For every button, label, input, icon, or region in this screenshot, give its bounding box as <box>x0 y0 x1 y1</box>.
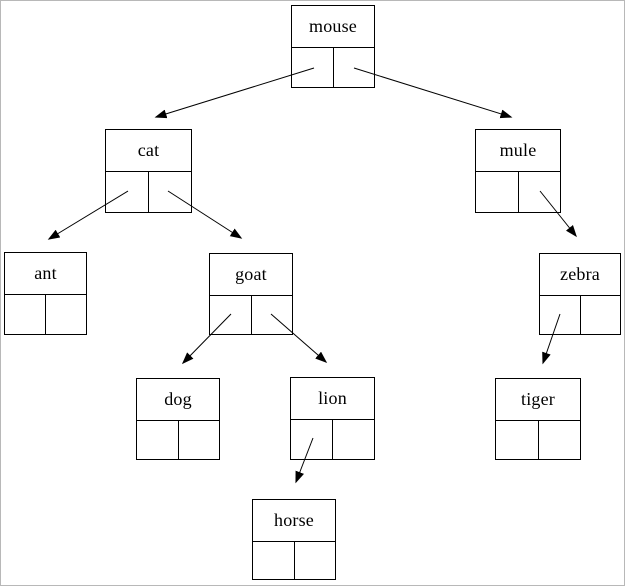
node-horse-right-pointer-cell <box>295 542 336 579</box>
node-cat-right-pointer-cell <box>149 172 191 212</box>
node-zebra-right-pointer-cell <box>581 296 621 334</box>
node-mouse: mouse <box>291 5 375 88</box>
node-goat-right-pointer-cell <box>252 296 293 334</box>
node-lion-label: lion <box>291 378 374 420</box>
node-cat-pointer-cells <box>106 172 191 212</box>
node-tiger-label: tiger <box>496 379 580 421</box>
node-ant-left-pointer-cell <box>5 295 46 334</box>
node-tiger-right-pointer-cell <box>539 421 581 459</box>
node-goat: goat <box>209 253 293 335</box>
node-cat: cat <box>105 129 192 213</box>
node-mule-pointer-cells <box>476 172 560 212</box>
node-lion-pointer-cells <box>291 420 374 459</box>
node-zebra-label: zebra <box>540 254 620 296</box>
node-mule-label: mule <box>476 130 560 172</box>
node-goat-left-pointer-cell <box>210 296 252 334</box>
node-tiger-left-pointer-cell <box>496 421 539 459</box>
node-tiger-pointer-cells <box>496 421 580 459</box>
node-mule: mule <box>475 129 561 213</box>
node-ant-label: ant <box>5 253 86 295</box>
node-horse-left-pointer-cell <box>253 542 295 579</box>
node-horse-label: horse <box>253 500 335 542</box>
node-mouse-left-pointer-cell <box>292 48 334 87</box>
node-mouse-pointer-cells <box>292 48 374 87</box>
node-ant-pointer-cells <box>5 295 86 334</box>
node-dog: dog <box>136 378 220 460</box>
node-zebra: zebra <box>539 253 621 335</box>
node-cat-label: cat <box>106 130 191 172</box>
node-horse: horse <box>252 499 336 580</box>
node-goat-label: goat <box>210 254 292 296</box>
node-zebra-left-pointer-cell <box>540 296 581 334</box>
node-tiger: tiger <box>495 378 581 460</box>
node-mule-right-pointer-cell <box>519 172 561 212</box>
node-goat-pointer-cells <box>210 296 292 334</box>
node-horse-pointer-cells <box>253 542 335 579</box>
node-dog-left-pointer-cell <box>137 421 179 459</box>
node-ant: ant <box>4 252 87 335</box>
node-lion: lion <box>290 377 375 460</box>
node-lion-left-pointer-cell <box>291 420 333 459</box>
node-mouse-right-pointer-cell <box>334 48 375 87</box>
node-ant-right-pointer-cell <box>46 295 86 334</box>
node-mouse-label: mouse <box>292 6 374 48</box>
node-cat-left-pointer-cell <box>106 172 149 212</box>
node-dog-label: dog <box>137 379 219 421</box>
node-lion-right-pointer-cell <box>333 420 374 459</box>
node-dog-pointer-cells <box>137 421 219 459</box>
node-zebra-pointer-cells <box>540 296 620 334</box>
node-mule-left-pointer-cell <box>476 172 519 212</box>
node-dog-right-pointer-cell <box>179 421 220 459</box>
edge-mouse-right-to-mule <box>353 67 513 119</box>
